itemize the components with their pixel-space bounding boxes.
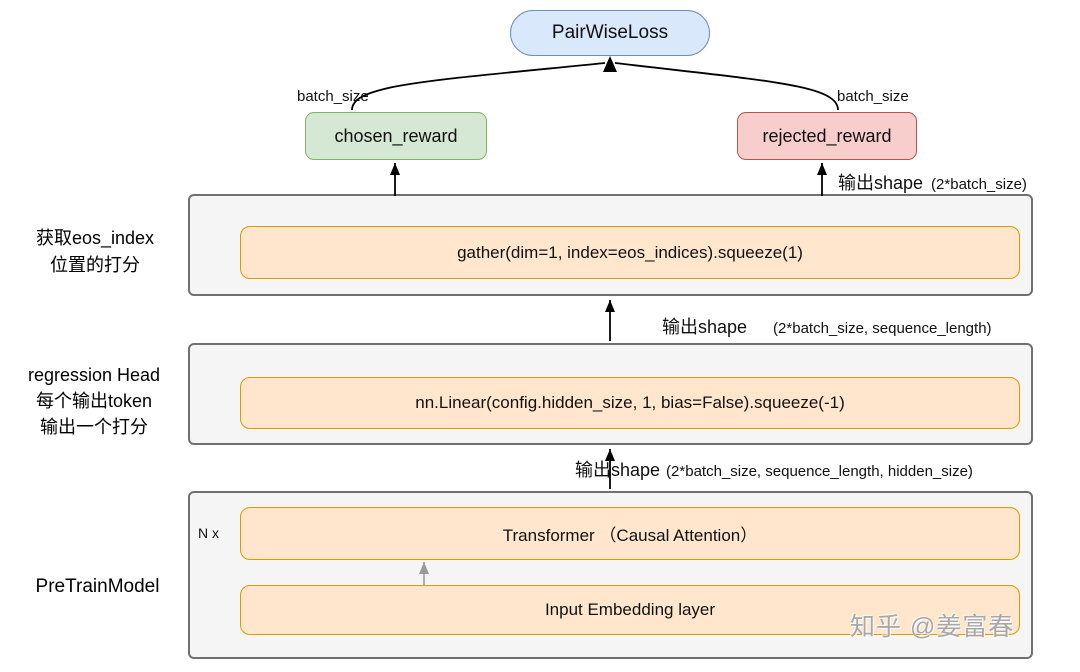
rejected-dim-label: batch_size (837, 88, 909, 105)
input-embedding-layer-label: Input Embedding layer (544, 600, 716, 619)
input-embedding-layer-box: Input Embedding layer (240, 585, 1020, 635)
rejected-reward-label: rejected_reward (762, 125, 892, 146)
regression-head-side-label: regression Head 每个输出token 输出一个打分 (27, 365, 161, 437)
linear-code-box: nn.Linear(config.hidden_size, 1, bias=Fa… (240, 377, 1020, 429)
output-shape-dims: (2*batch_size, sequence_length, hidden_s… (666, 463, 973, 480)
output-shape-label-1: 输出shape (2*batch_size) (838, 169, 1027, 195)
gather-code-box: gather(dim=1, index=eos_indices).squeeze… (240, 226, 1020, 279)
gather-side-label: 获取eos_index 位置的打分 (35, 228, 155, 275)
pretrain-model-side-label: PreTrainModel (35, 576, 160, 597)
output-shape-prefix: 输出shape (838, 173, 924, 193)
arrow-chosen-to-loss (351, 62, 606, 111)
output-shape-prefix: 输出shape (575, 460, 661, 480)
loss-arrowhead-icon (603, 56, 617, 72)
chosen-reward-label: chosen_reward (334, 125, 458, 146)
repeat-count-label: N x (198, 525, 219, 541)
transformer-layer-label: Transformer （Causal Attention） (502, 526, 758, 545)
gather-code: gather(dim=1, index=eos_indices).squeeze… (457, 242, 803, 262)
chosen-reward-node: chosen_reward (305, 112, 487, 160)
transformer-layer-box: Transformer （Causal Attention） (240, 507, 1020, 560)
output-shape-dims: (2*batch_size) (931, 176, 1027, 193)
chosen-dim-label: batch_size (297, 88, 369, 105)
linear-code: nn.Linear(config.hidden_size, 1, bias=Fa… (415, 393, 845, 412)
output-shape-prefix: 输出shape (662, 317, 748, 337)
output-shape-label-3: 输出shape (2*batch_size, sequence_length, h… (575, 456, 973, 482)
pairwiseloss-node: PairWiseLoss (510, 10, 710, 56)
output-shape-dims: (2*batch_size, sequence_length) (773, 320, 992, 337)
rejected-reward-node: rejected_reward (737, 112, 917, 160)
arrow-rejected-to-loss (614, 62, 839, 111)
watermark: 知乎 @姜富春 (850, 613, 1015, 641)
output-shape-label-2: 输出shape (2*batch_size, sequence_length) (662, 313, 992, 339)
pairwiseloss-label: PairWiseLoss (551, 22, 669, 43)
